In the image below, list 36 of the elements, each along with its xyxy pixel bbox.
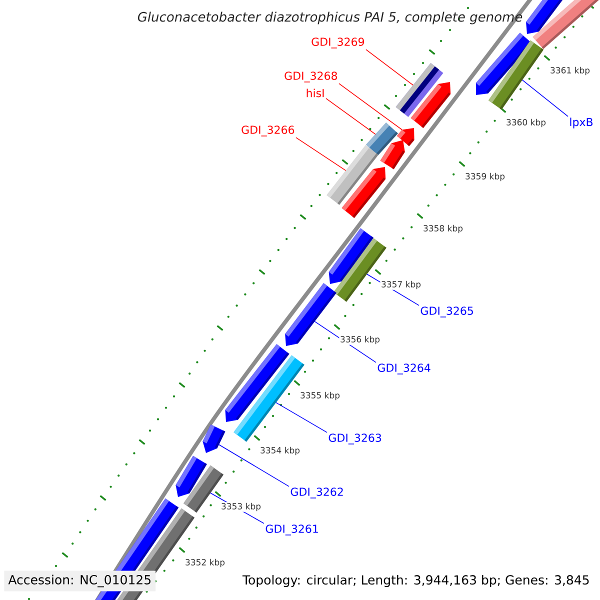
- tick-label: 3355 kbp: [299, 391, 341, 401]
- gene-label: GDI_3268: [284, 72, 338, 82]
- gene-feature: [326, 145, 378, 205]
- tick-label: 3358 kbp: [422, 224, 464, 234]
- leader-line: [326, 98, 376, 135]
- gene-feature: [285, 283, 336, 346]
- leader-line: [338, 83, 402, 130]
- gene-label: GDI_3265: [420, 306, 473, 318]
- leader-line: [276, 402, 328, 433]
- gene-feature: [396, 63, 444, 117]
- tick-label: 3357 kbp: [380, 280, 422, 290]
- gene-feature: [488, 40, 544, 110]
- gene-label: GDI_3266: [242, 126, 294, 136]
- title: Gluconacetobacter diazotrophicus PAI 5, complete genome: [138, 12, 522, 24]
- gene-label: GDI_3262: [290, 488, 343, 498]
- tick-label: 3360 kbp: [505, 118, 547, 128]
- gene-label: hisI: [306, 88, 324, 98]
- genome-stats: Topology: circular; Length: 3,944,163 bp; Genes: 3,845: [242, 574, 589, 588]
- leader-line: [366, 49, 414, 86]
- tick-label: 3359 kbp: [464, 172, 506, 182]
- tick-label: 3356 kbp: [339, 335, 381, 345]
- gene-label: GDI_3263: [328, 434, 382, 444]
- gene-feature: [202, 424, 226, 453]
- tick-label: 3361 kbp: [549, 66, 591, 76]
- gene-label: GDI_3264: [378, 364, 430, 374]
- leader-line: [218, 444, 290, 487]
- accession-label: Accession: NC_010125: [4, 570, 156, 592]
- tick-label: 3353 kbp: [220, 502, 262, 512]
- tick-label: 3354 kbp: [259, 446, 301, 456]
- gene-feature: [396, 128, 414, 146]
- tick-label: 3352 kbp: [184, 558, 226, 568]
- leader-line: [296, 137, 346, 171]
- gene-label: lpxB: [570, 118, 593, 128]
- gene-label: GDI_3269: [312, 38, 364, 48]
- gene-label: GDI_3261: [266, 524, 318, 536]
- leader-line: [522, 80, 568, 117]
